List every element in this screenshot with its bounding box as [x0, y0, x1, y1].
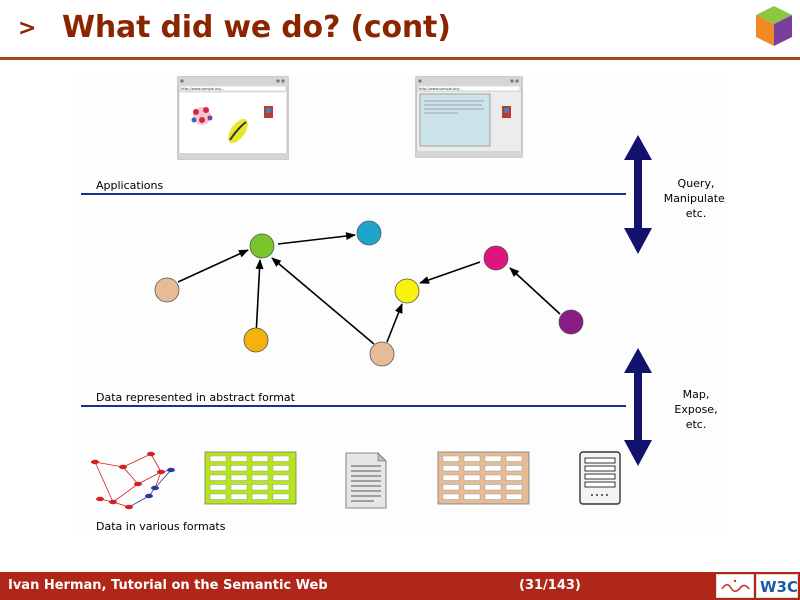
edge-tan-to-green: [177, 249, 249, 283]
query-label-line1: Query,: [678, 177, 715, 190]
sheet-cell: [505, 465, 523, 472]
sheet-cell: [209, 474, 227, 481]
edge-purple-to-magenta: [509, 267, 561, 315]
sheet-cell: [463, 493, 481, 500]
sheet-cell: [251, 455, 269, 462]
sheet-cell: [251, 484, 269, 491]
sheet-cell: [442, 474, 460, 481]
stamp-image: [264, 106, 273, 118]
title-bullet: >: [18, 16, 37, 41]
query-double-arrow: [624, 135, 652, 254]
map-label-line1: Map,: [683, 388, 710, 401]
sheet-cell: [272, 465, 290, 472]
sheet-cell: [230, 484, 248, 491]
applications-label: Applications: [96, 179, 163, 192]
edge-tan2-to-yellow: [386, 303, 403, 343]
sheet-cell: [209, 484, 227, 491]
sheet-cell: [442, 465, 460, 472]
semantic-web-cube-logo: [756, 6, 792, 46]
sheet-cell: [209, 455, 227, 462]
node-tan-left: [154, 277, 180, 303]
green-spreadsheet-image: [204, 451, 297, 505]
edge-magenta-to-yellow: [419, 261, 481, 284]
browser-url-2: http://www.sample.org...: [419, 87, 462, 91]
abstract-format-label: Data represented in abstract format: [96, 391, 296, 404]
graph-edges: [177, 232, 561, 345]
semantic-web-layers-diagram: http://www.sample.org... http://www.samp…: [78, 74, 726, 534]
tan-spreadsheet-image: [437, 451, 530, 505]
node-orange: [243, 327, 269, 353]
sheet-cell: [230, 455, 248, 462]
query-label-line3: etc.: [686, 207, 707, 220]
edge-tan2-to-green: [271, 257, 375, 345]
sheet-cell: [251, 465, 269, 472]
w3c-logo: W3C: [756, 574, 798, 598]
map-double-arrow: [624, 348, 652, 466]
sheet-cell: [484, 484, 502, 491]
sheet-cell: [251, 474, 269, 481]
sheet-cell: [484, 493, 502, 500]
node-magenta: [483, 245, 509, 271]
sheet-cell: [442, 484, 460, 491]
sheet-cell: [484, 474, 502, 481]
node-blue: [356, 220, 382, 246]
graph-nodes: [154, 220, 584, 367]
map-label-line2: Expose,: [674, 403, 717, 416]
sheet-cell: [442, 493, 460, 500]
sheet-cell: [209, 493, 227, 500]
sheet-cell: [484, 465, 502, 472]
stamp-image-2: [502, 106, 511, 118]
footer-author: Ivan Herman, Tutorial on the Semantic We…: [8, 578, 328, 593]
dna-image: [228, 118, 248, 144]
slide-footer: Ivan Herman, Tutorial on the Semantic We…: [0, 572, 800, 600]
form-image: [579, 451, 621, 505]
sheet-cell: [209, 465, 227, 472]
sheet-cell: [505, 474, 523, 481]
arabic-logo: [716, 574, 754, 598]
sheet-cell: [230, 493, 248, 500]
sheet-cell: [442, 455, 460, 462]
node-purple: [558, 309, 584, 335]
node-green: [249, 233, 275, 259]
sheet-cell: [272, 493, 290, 500]
sheet-cell: [272, 484, 290, 491]
sheet-cell: [463, 474, 481, 481]
sheet-cell: [463, 484, 481, 491]
network-graph-image: [91, 451, 175, 510]
browser-window-1: http://www.sample.org...: [177, 76, 289, 160]
sheet-cell: [505, 484, 523, 491]
molecule-image: [191, 107, 213, 125]
browser-url-1: http://www.sample.org...: [181, 87, 224, 91]
sheet-cell: [251, 493, 269, 500]
sheet-cell: [463, 455, 481, 462]
sheet-cell: [230, 474, 248, 481]
slide-header: > What did we do? (cont): [0, 0, 800, 60]
sheet-cell: [505, 455, 523, 462]
node-yellow: [394, 278, 420, 304]
sheet-cell: [230, 465, 248, 472]
edge-green-to-blue: [277, 232, 356, 245]
various-formats-label: Data in various formats: [96, 520, 226, 533]
node-tan-bottom: [369, 341, 395, 367]
map-label-line3: etc.: [686, 418, 707, 431]
browser-window-2: http://www.sample.org...: [415, 76, 523, 158]
sheet-cell: [463, 465, 481, 472]
title-underline: [0, 57, 800, 60]
edge-orange-to-green: [255, 259, 264, 337]
sheet-cell: [484, 455, 502, 462]
w3c-logo-text: W3C: [760, 578, 797, 596]
query-label-line2: Manipulate,: [664, 192, 726, 205]
sheet-cell: [272, 455, 290, 462]
footer-page-number: (31/143): [519, 578, 581, 593]
sheet-cell: [505, 493, 523, 500]
slide-title: What did we do? (cont): [62, 10, 451, 45]
sheet-cell: [272, 474, 290, 481]
document-image: [345, 452, 387, 509]
